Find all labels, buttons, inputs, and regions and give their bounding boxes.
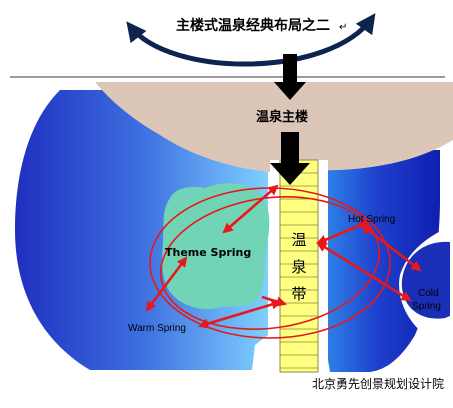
label-cold-spring-2: Spring [412, 301, 441, 312]
belt-char-1: 温 [291, 231, 306, 249]
arrow-down-lower [270, 132, 310, 185]
arrow-belt-pool [261, 295, 287, 307]
belt-margin-right [318, 160, 328, 372]
belt-segment-lines [280, 172, 318, 369]
credit-text: 北京勇先创景规划设计院 [312, 376, 444, 391]
belt-char-2: 泉 [291, 258, 306, 276]
main-building-label: 温泉主楼 [256, 109, 308, 125]
curved-double-arrow [126, 13, 376, 67]
label-warm-spring: Warm Spring [128, 323, 186, 334]
main-building-shape [95, 82, 453, 172]
label-theme-spring: Theme Spring [165, 246, 251, 259]
arrow-belt-theme [222, 184, 279, 234]
title-return-mark: ↵ [339, 22, 347, 33]
arrow-belt-hot [316, 220, 370, 245]
arrow-belt-cold [316, 241, 412, 302]
diagram-title: 主楼式温泉经典布局之二 [176, 17, 330, 34]
belt-margin-left [270, 160, 280, 372]
arrow-down-upper [274, 54, 306, 100]
belt-char-3: 带 [291, 285, 306, 303]
arrow-theme-warm [145, 256, 188, 312]
label-hot-spring: Hot Spring [348, 214, 395, 225]
label-cold-spring-1: Cold [418, 288, 439, 299]
arrow-warm-belt [198, 299, 282, 329]
connection-arrows [145, 184, 422, 329]
